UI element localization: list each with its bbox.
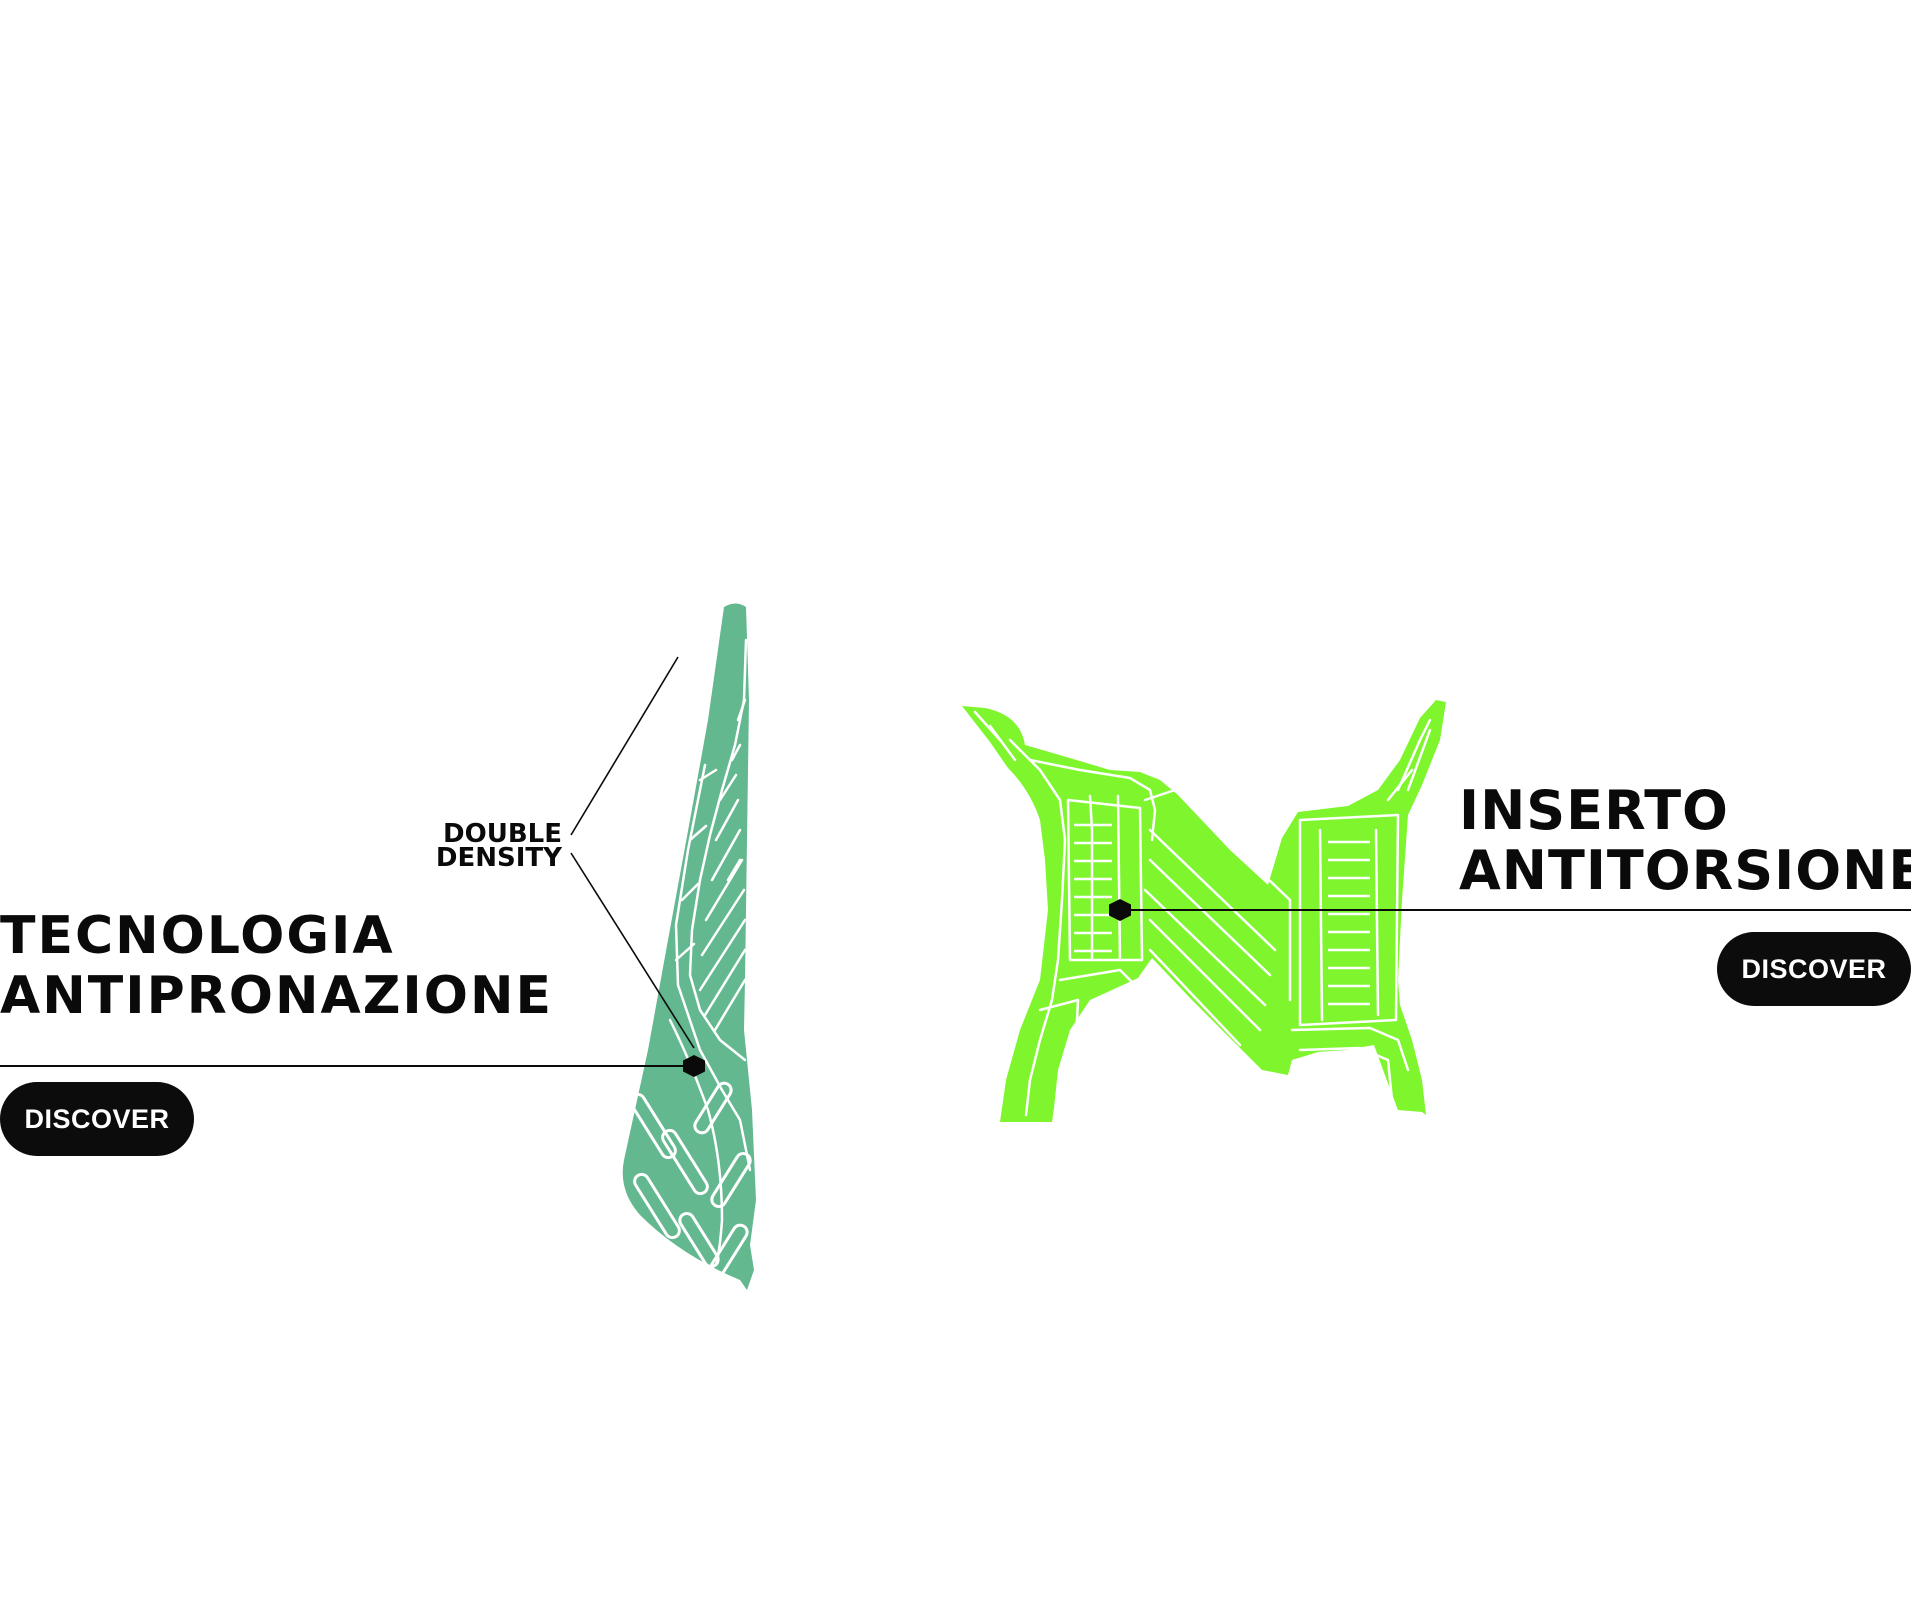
antitorsion-title-line1: INSERTO xyxy=(1459,779,1729,842)
sole-cross-section-icon xyxy=(0,603,756,1290)
double-density-line2: DENSITY xyxy=(435,843,562,873)
discover-antitorsion-button[interactable]: DISCOVER xyxy=(1717,932,1911,1006)
antipronation-title-line2: ANTIPRONAZIONE xyxy=(0,966,554,1026)
antitorsion-title-line2: ANTITORSIONE xyxy=(1459,839,1911,902)
double-density-label: DOUBLE DENSITY xyxy=(420,819,562,873)
antipronation-title: TECNOLOGIA ANTIPRONAZIONE xyxy=(0,906,553,1026)
hexagon-marker-icon xyxy=(1109,899,1131,921)
hexagon-marker-icon xyxy=(683,1055,705,1077)
discover-antipronation-button[interactable]: DISCOVER xyxy=(0,1082,194,1156)
antitorsion-insert-icon xyxy=(962,700,1911,1122)
double-density-line1: DOUBLE xyxy=(443,819,562,849)
antitorsion-title: INSERTO ANTITORSIONE xyxy=(1459,781,1911,901)
antipronation-title-line1: TECNOLOGIA xyxy=(0,906,395,966)
